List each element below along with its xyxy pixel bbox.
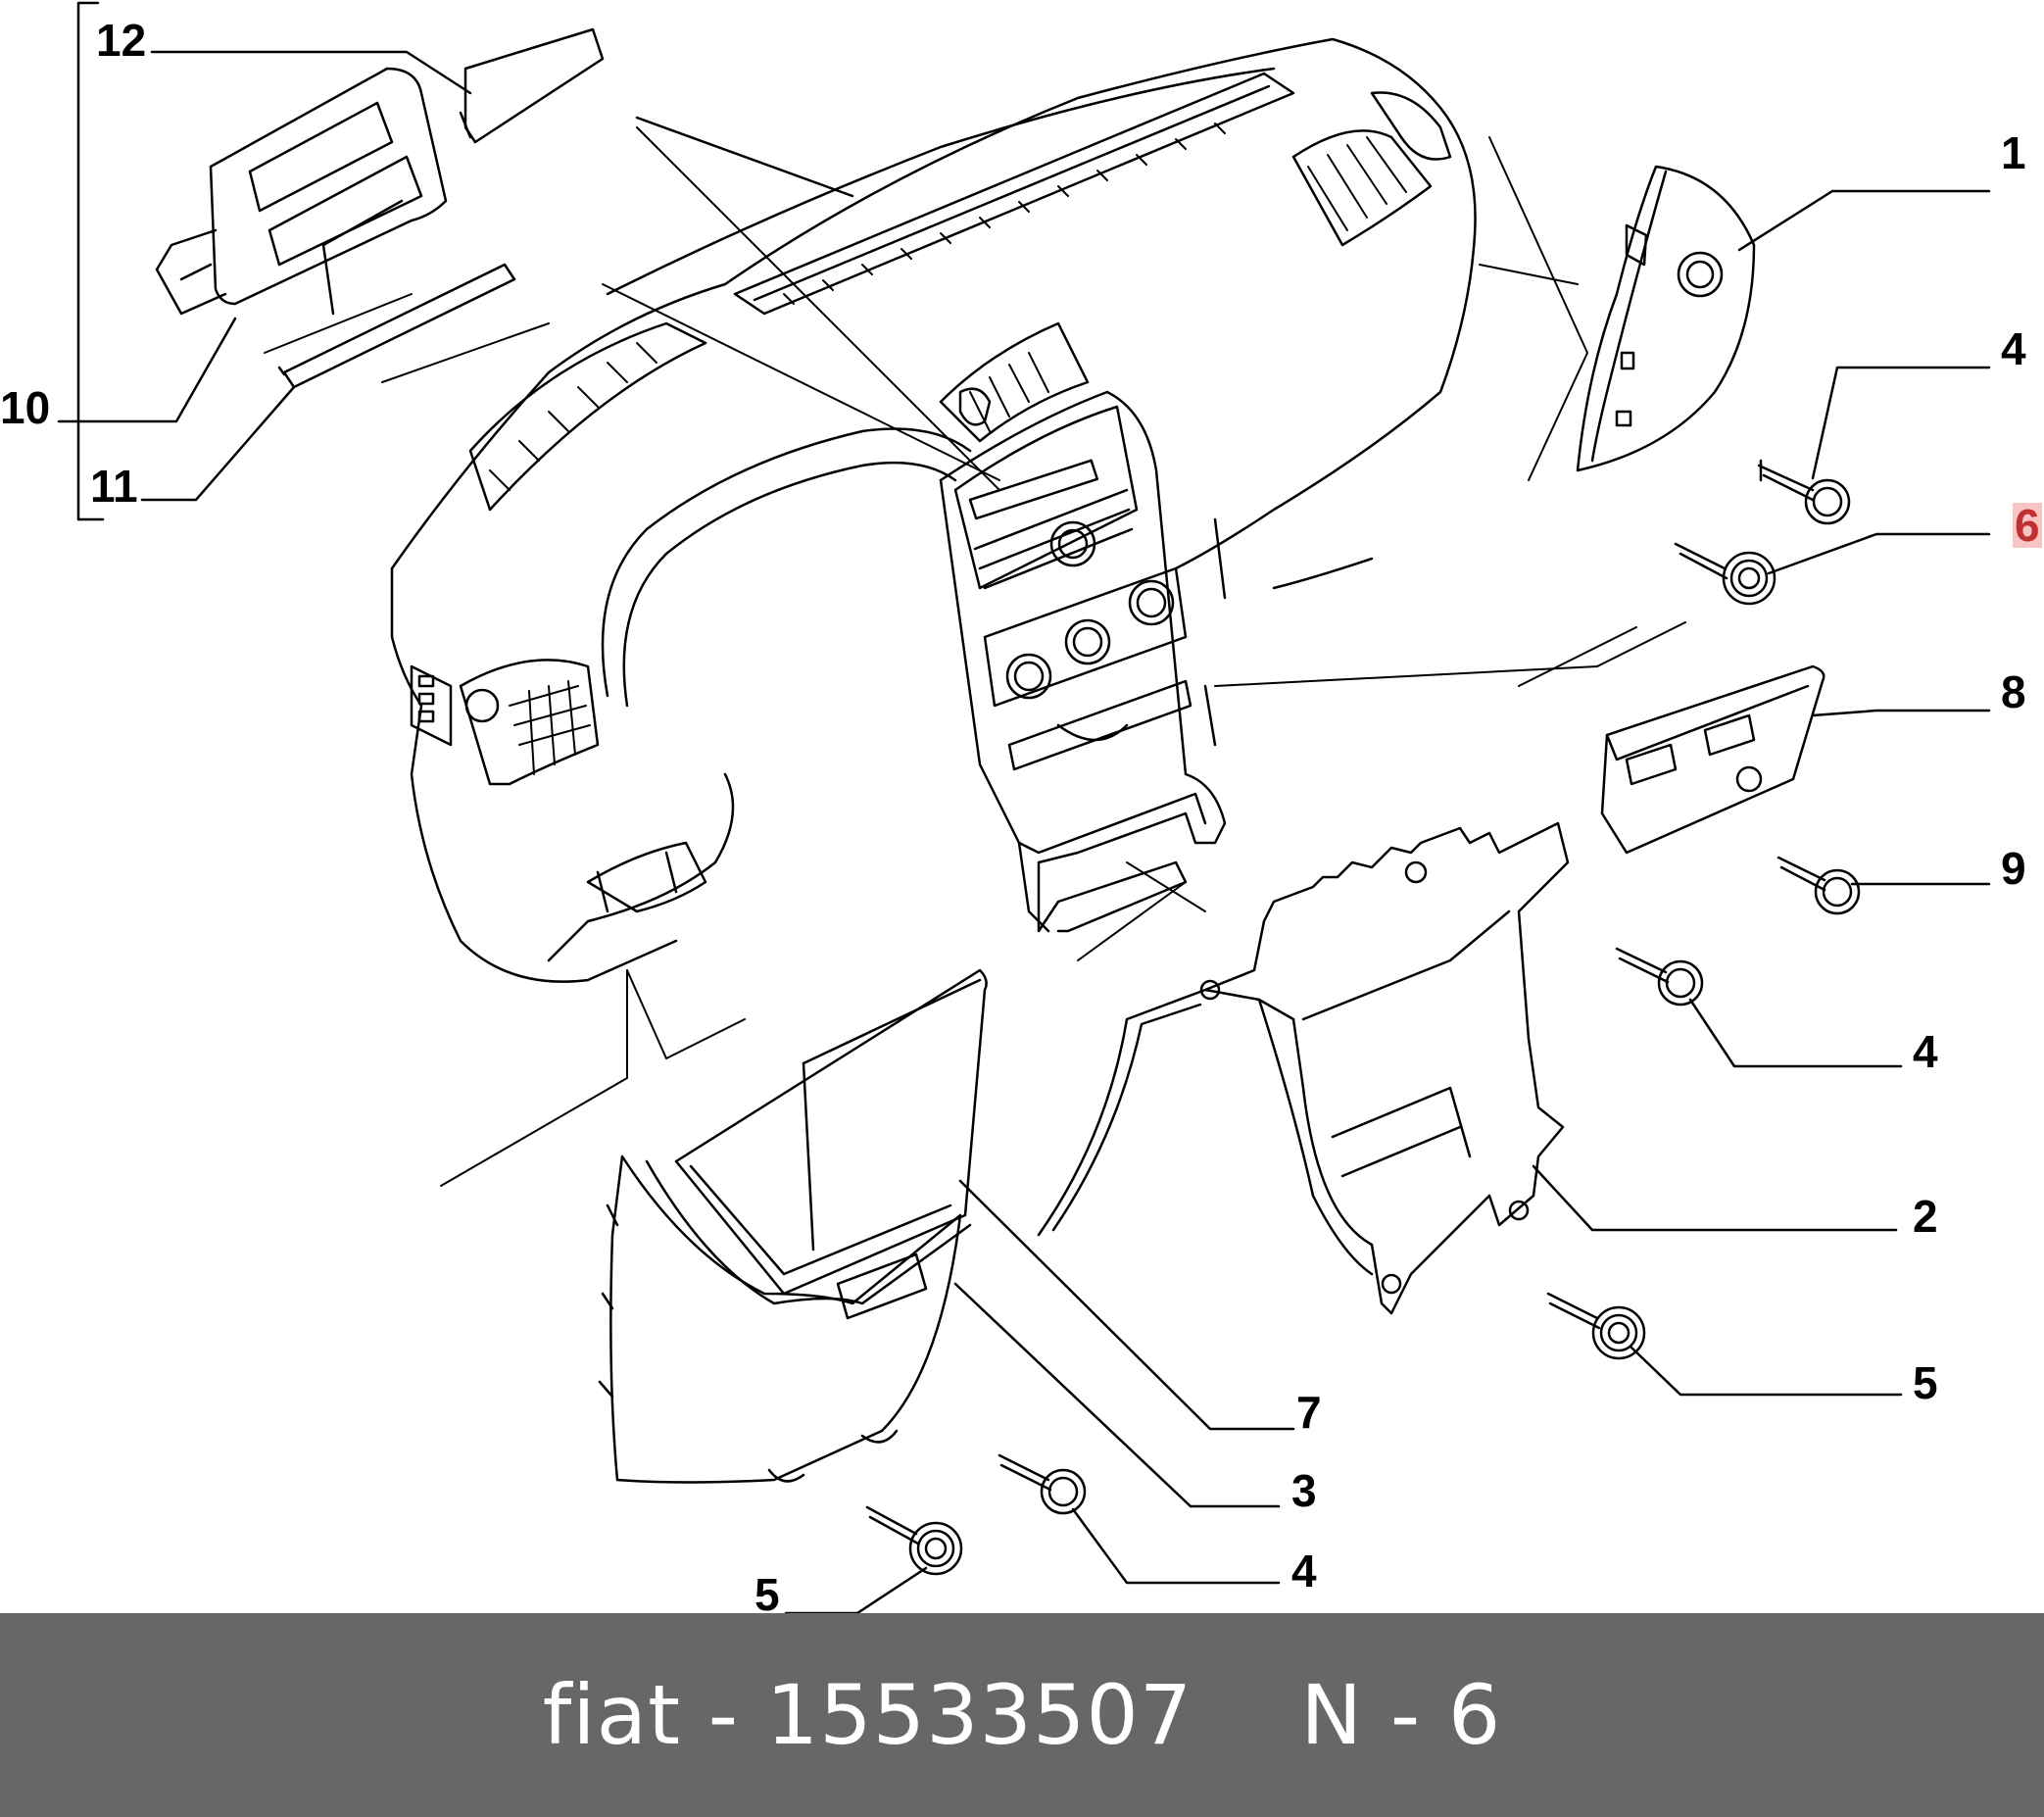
callout-9: 9 [2001, 843, 2026, 894]
reference-label: N - 6 [1300, 1667, 1502, 1763]
callout-2: 2 [1913, 1191, 1938, 1242]
parts-diagram: 1 4 6 8 9 4 2 5 7 3 4 5 12 10 11 [0, 1, 2042, 1617]
cluster-lens [277, 263, 516, 389]
callout-8: 8 [2001, 666, 2026, 717]
screw-4c [998, 1453, 1087, 1515]
screw-4a [1757, 459, 1851, 525]
lower-cover-panel [598, 1154, 972, 1484]
callout-12: 12 [96, 15, 147, 66]
callout-6-highlighted: 6 [2013, 500, 2042, 551]
callout-4-top: 4 [2001, 323, 2026, 374]
part-number: 15533507 [765, 1667, 1193, 1763]
dashboard-exploded-view [57, 1, 1991, 1613]
instrument-cluster-bezel [155, 67, 448, 316]
center-console-bracket [1037, 821, 1570, 1315]
callout-10: 10 [0, 382, 51, 433]
brand-separator: - [681, 1667, 766, 1763]
screw-4b [1615, 947, 1704, 1007]
callout-3: 3 [1291, 1465, 1317, 1516]
dashboard-assembly [264, 37, 1686, 1187]
callout-1: 1 [2001, 127, 2026, 178]
callout-4-bottom: 4 [1291, 1546, 1317, 1596]
cluster-trim-strip [459, 27, 605, 144]
screw-9 [1776, 856, 1861, 915]
storage-pocket [1600, 664, 1825, 855]
glove-box-door [674, 968, 988, 1296]
part-number-footer: fiat - 15533507 N - 6 [0, 1613, 2044, 1817]
callout-7: 7 [1296, 1387, 1322, 1438]
screw-5a [1546, 1292, 1646, 1360]
callout-4-mid: 4 [1913, 1026, 1938, 1077]
callout-5-bottom: 5 [754, 1569, 780, 1620]
screw-6 [1674, 542, 1776, 606]
brand-name: fiat [542, 1667, 682, 1763]
callout-11: 11 [90, 461, 138, 512]
callout-5-right: 5 [1913, 1357, 1938, 1408]
leader-lines [57, 1, 1991, 1613]
right-end-cover [1576, 165, 1756, 472]
screw-5b [865, 1505, 963, 1576]
